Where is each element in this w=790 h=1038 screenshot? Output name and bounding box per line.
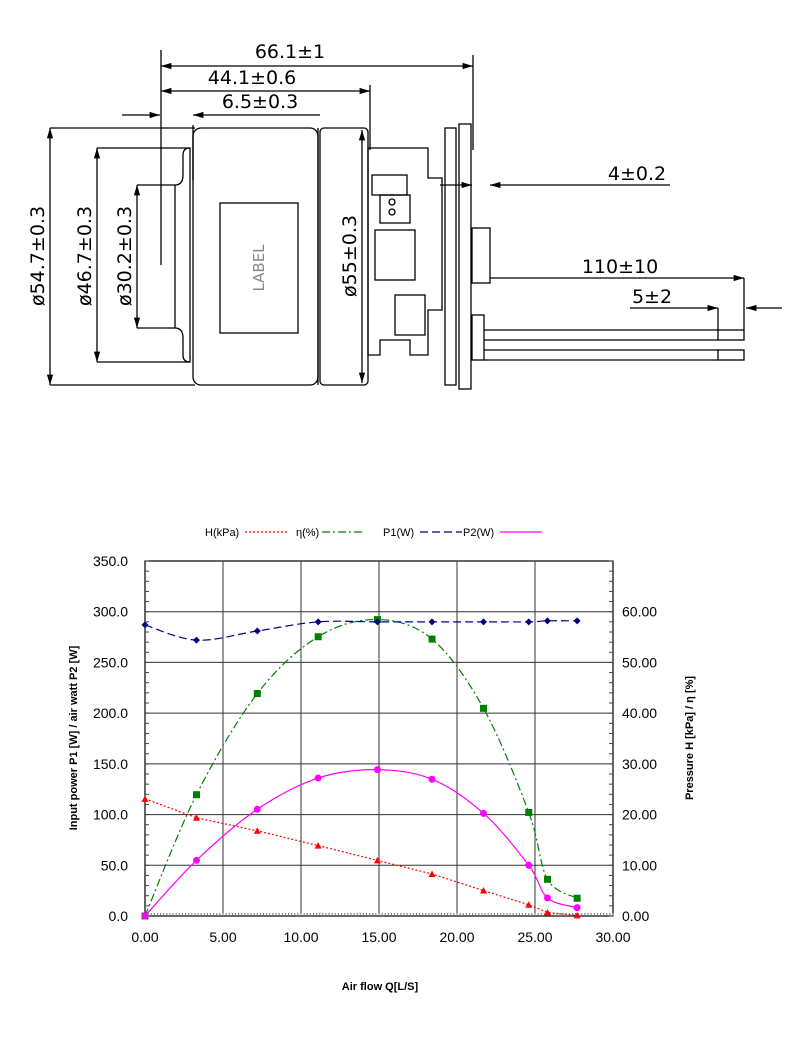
- data-point-p1w: [253, 627, 261, 635]
- motor-front-step: [174, 147, 191, 363]
- dim-body-length: 44.1±0.6: [208, 67, 296, 89]
- y-right-tick-label: 60.00: [622, 604, 657, 620]
- label-area: [219, 202, 299, 334]
- dim-dia-outer: ø54.7±0.3: [27, 206, 49, 306]
- data-point-p2w: [192, 856, 200, 864]
- x-tick-label: 20.00: [439, 929, 474, 945]
- dim-dia-mid: ø46.7±0.3: [74, 206, 96, 306]
- y-tick-label: 200.0: [93, 705, 128, 721]
- y-right-tick-label: 0.00: [622, 908, 649, 924]
- data-point-eta: [573, 894, 581, 902]
- dim-shaft-length: 4±0.2: [608, 163, 666, 185]
- y-tick-label: 0.0: [109, 908, 129, 924]
- data-point-hkpa: [525, 901, 533, 908]
- data-point-p1w: [543, 617, 551, 625]
- x-tick-label: 25.00: [517, 929, 552, 945]
- pcb-plate: [458, 123, 472, 390]
- data-point-p2w: [373, 766, 381, 774]
- data-point-eta: [543, 875, 551, 883]
- data-point-eta: [428, 635, 436, 643]
- dim-strip-length: 5±2: [632, 286, 672, 308]
- y-right-tick-label: 10.00: [622, 857, 657, 873]
- y-right-tick-label: 40.00: [622, 705, 657, 721]
- data-point-hkpa: [314, 842, 322, 849]
- data-point-p1w: [428, 618, 436, 626]
- wire-lead: [717, 349, 745, 361]
- y-tick-label: 250.0: [93, 654, 128, 670]
- data-point-p1w: [314, 618, 322, 626]
- data-point-hkpa: [480, 887, 488, 894]
- motor-drawing: 66.1±1 44.1±0.6 6.5±0.3 4±0.2 110±10 5±2…: [27, 41, 782, 390]
- y-tick-label: 150.0: [93, 756, 128, 772]
- data-point-p2w: [543, 894, 551, 902]
- x-tick-label: 10.00: [283, 929, 318, 945]
- legend: H(kPa) η(%) P1(W) P2(W): [205, 527, 542, 539]
- legend-label-p1w: P1(W): [383, 527, 414, 539]
- y-tick-label: 350.0: [93, 553, 128, 569]
- legend-label-hkpa: H(kPa): [205, 527, 239, 539]
- y-tick-label: 50.0: [101, 857, 128, 873]
- data-point-hkpa: [141, 795, 149, 802]
- y-axis-label: Input power P1 [W] / air watt P2 [W]: [68, 645, 80, 830]
- data-point-hkpa: [373, 856, 381, 864]
- series-line-p2w: [144, 769, 578, 917]
- data-point-eta: [192, 791, 200, 799]
- x-axis-label: Air flow Q[L/S]: [342, 981, 419, 993]
- label-text: LABEL: [250, 244, 268, 292]
- data-point-p1w: [480, 618, 488, 626]
- y-right-tick-label: 30.00: [622, 756, 657, 772]
- data-point-eta: [480, 704, 488, 712]
- data-point-p2w: [480, 809, 488, 817]
- data-point-p1w: [373, 618, 381, 626]
- series-line-eta: [144, 618, 578, 917]
- y-right-tick-label: 20.00: [622, 807, 657, 823]
- y-axis-right-label: Pressure H [kPa] / η [%]: [684, 676, 696, 800]
- x-tick-label: 0.00: [131, 929, 158, 945]
- dim-step-length: 6.5±0.3: [222, 91, 298, 113]
- series-line-p1w: [144, 620, 578, 641]
- legend-label-p2w: P2(W): [463, 527, 494, 539]
- x-tick-label: 15.00: [361, 929, 396, 945]
- data-point-p2w: [428, 775, 436, 783]
- dim-lead-length: 110±10: [582, 256, 658, 278]
- data-point-eta: [525, 808, 533, 816]
- data-point-hkpa: [253, 827, 261, 834]
- data-point-p2w: [525, 861, 533, 869]
- data-point-p2w: [141, 912, 149, 920]
- data-point-p1w: [141, 621, 149, 629]
- data-point-hkpa: [573, 911, 581, 919]
- data-point-hkpa: [192, 814, 200, 821]
- data-point-eta: [253, 690, 261, 698]
- y-tick-label: 100.0: [93, 807, 128, 823]
- data-point-p2w: [253, 805, 261, 813]
- data-point-p1w: [573, 617, 581, 625]
- y-right-tick-label: 50.00: [622, 654, 657, 670]
- wire-lead: [717, 329, 745, 341]
- series-line-hkpa: [144, 798, 578, 917]
- pcb-plate: [444, 127, 457, 386]
- legend-label-eta: η(%): [296, 527, 319, 539]
- x-tick-label: 5.00: [209, 929, 236, 945]
- data-point-eta: [314, 633, 322, 641]
- data-point-hkpa: [543, 908, 551, 916]
- dim-dia-inner: ø30.2±0.3: [114, 206, 136, 306]
- x-tick-label: 30.00: [595, 929, 630, 945]
- data-point-hkpa: [428, 870, 436, 877]
- connector-block: [367, 147, 443, 356]
- shaft: [471, 227, 491, 284]
- dim-dia-end: ø55±0.3: [339, 215, 361, 297]
- data-point-p1w: [525, 618, 533, 626]
- dim-overall-length: 66.1±1: [255, 41, 325, 63]
- y-tick-label: 300.0: [93, 604, 128, 620]
- data-point-p1w: [192, 636, 200, 644]
- data-point-p2w: [314, 774, 322, 782]
- data-point-p2w: [573, 904, 581, 912]
